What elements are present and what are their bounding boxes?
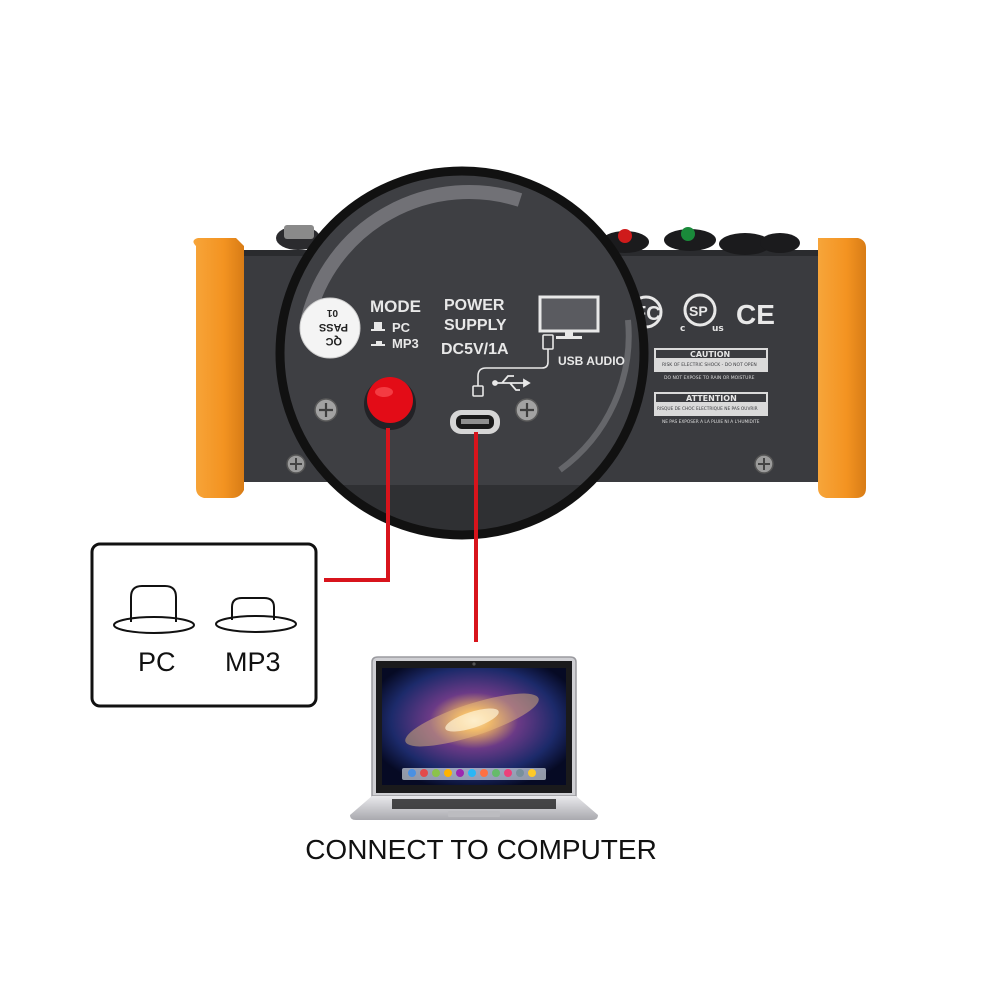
usb-cable-icon xyxy=(472,334,554,397)
top-jacks xyxy=(276,225,800,255)
laptop xyxy=(350,656,598,820)
screw-icon xyxy=(515,398,539,422)
mode-pc-label: PC xyxy=(392,320,411,335)
mode-connector-line xyxy=(324,428,390,582)
caution-label: CAUTION RISK OF ELECTRIC SHOCK - DO NOT … xyxy=(654,348,768,381)
connector-lines xyxy=(324,428,478,642)
csa-mark: SP xyxy=(689,303,708,319)
ce-mark: CE xyxy=(736,299,775,330)
attention-label: ATTENTION RISQUE DE CHOC ELECTRIQUE NE P… xyxy=(654,392,768,425)
attention-title: ATTENTION xyxy=(686,394,737,403)
pc-button-up-icon xyxy=(113,585,195,634)
attention-line-1: RISQUE DE CHOC ELECTRIQUE NE PAS OUVRIR xyxy=(657,406,758,412)
pass-text: PASS xyxy=(319,321,348,333)
pc-mode-label: PC xyxy=(138,647,176,677)
mode-title: MODE xyxy=(370,297,421,316)
power-label: POWER xyxy=(444,297,505,314)
dc-rating-label: DC5V/1A xyxy=(441,341,509,358)
mode-mp3-label: MP3 xyxy=(392,336,419,351)
magnified-panel: QC PASS 01 MODE PC MP3 POWER SUPPLY DC5V… xyxy=(275,166,649,540)
magnifier-ring xyxy=(275,166,649,540)
right-bumper xyxy=(818,238,866,498)
pc-button-symbol-icon xyxy=(374,322,382,329)
connect-to-computer-caption: CONNECT TO COMPUTER xyxy=(305,834,657,865)
usb-symbol-icon xyxy=(492,375,531,391)
supply-label: SUPPLY xyxy=(444,317,507,334)
csa-us-label: us xyxy=(712,324,724,334)
usb-audio-label: USB AUDIO xyxy=(558,354,625,368)
screw-icon xyxy=(314,398,338,422)
mode-legend-box: PC MP3 xyxy=(90,542,318,708)
caution-line-2: DO NOT EXPOSE TO RAIN OR MOISTURE xyxy=(664,375,755,381)
qc-text: QC xyxy=(325,335,342,347)
mp3-mode-label: MP3 xyxy=(225,647,281,677)
mode-switch-button[interactable] xyxy=(364,377,416,430)
caution-line-1: RISK OF ELECTRIC SHOCK - DO NOT OPEN xyxy=(662,362,757,368)
qc-pass-sticker: QC PASS 01 xyxy=(299,297,361,359)
monitor-icon xyxy=(538,295,600,339)
left-bumper xyxy=(193,238,244,498)
screw-icon xyxy=(286,454,306,474)
caution-title: CAUTION xyxy=(690,350,730,359)
mp3-button-down-icon xyxy=(215,597,297,633)
csa-c-label: c xyxy=(680,324,685,334)
micro-usb-port[interactable] xyxy=(450,410,500,434)
attention-line-2: NE PAS EXPOSER A LA PLUIE NI A L'HUMIDIT… xyxy=(662,419,760,425)
qc-number-text: 01 xyxy=(326,307,338,318)
mp3-button-symbol-icon xyxy=(376,341,382,344)
screw-icon xyxy=(754,454,774,474)
dock xyxy=(402,768,546,780)
